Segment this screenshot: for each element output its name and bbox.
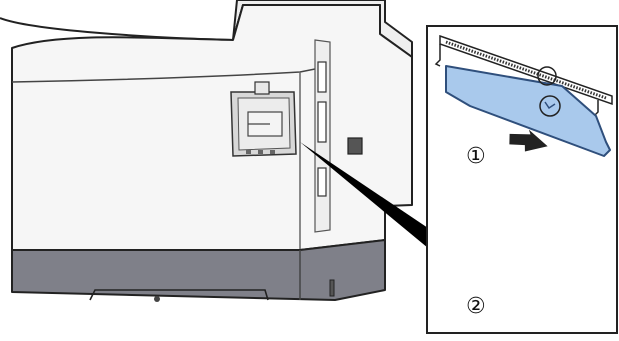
printer-base <box>12 240 385 300</box>
step-2-label: ② <box>466 296 486 318</box>
base-right-tab <box>330 280 334 296</box>
memory-slot-cover <box>231 82 296 156</box>
side-connector <box>348 138 362 154</box>
side-slot-2 <box>318 102 326 142</box>
step-1-label: ① <box>466 146 486 168</box>
printer-body <box>12 5 412 250</box>
side-slot-1 <box>318 62 326 92</box>
printer-top-left <box>0 5 243 40</box>
side-slot-3 <box>318 168 326 196</box>
cassette-lock <box>154 296 160 302</box>
printer-illustration <box>0 0 412 302</box>
